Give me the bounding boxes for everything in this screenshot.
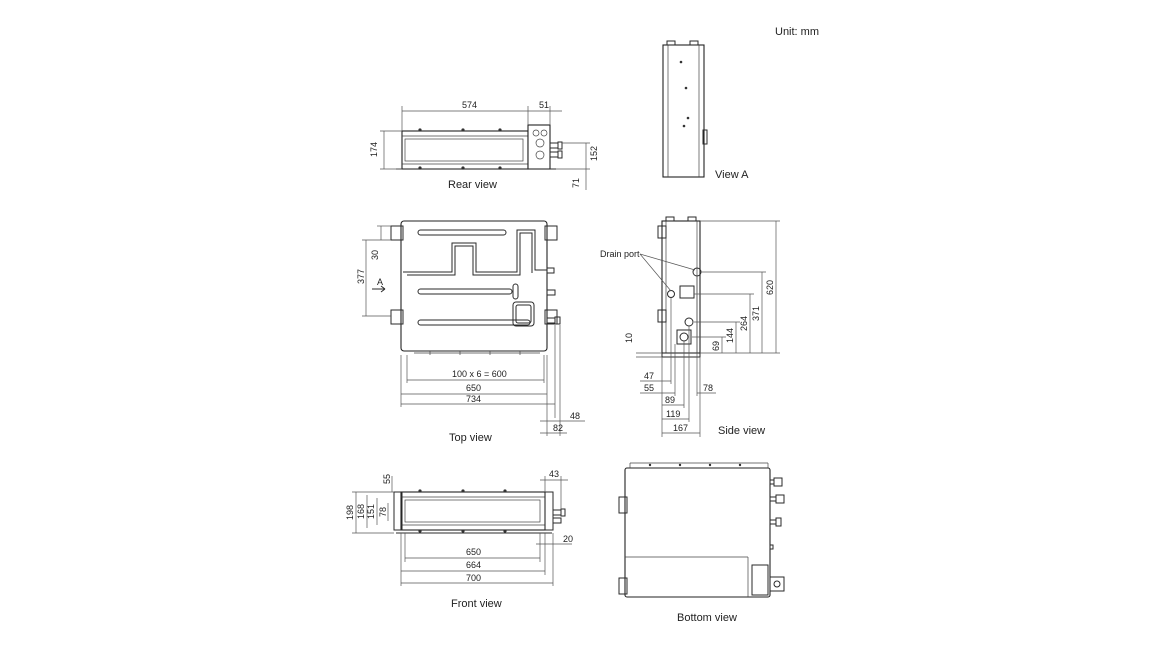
hanger-bracket (544, 225, 558, 241)
unit-label: Unit: mm (775, 26, 819, 38)
front-dim-198: 198 (345, 505, 355, 520)
bottom-view-body (624, 467, 771, 598)
top-dim-377: 377 (356, 269, 366, 284)
top-view: A 30 377 100 x 6 = 600 650 734 48 82 Top… (356, 220, 585, 444)
rear-dim-574: 574 (462, 100, 477, 110)
side-dim-47: 47 (644, 371, 654, 381)
front-dim-78: 78 (378, 507, 388, 517)
view-a-body (662, 44, 705, 178)
top-dim-48: 48 (570, 411, 580, 421)
side-view-caption: Side view (718, 425, 765, 437)
view-a-caption: View A (715, 169, 749, 181)
front-dim-43: 43 (549, 469, 559, 479)
side-dim-69: 69 (711, 341, 721, 351)
side-dim-264: 264 (739, 316, 749, 331)
top-view-caption: Top view (449, 432, 492, 444)
rear-dim-152: 152 (589, 146, 599, 161)
side-dim-89: 89 (665, 395, 675, 405)
rear-view-body (401, 130, 529, 170)
view-a: View A (662, 40, 749, 181)
side-dim-620: 620 (765, 280, 775, 295)
rear-view-caption: Rear view (448, 179, 497, 191)
top-dim-hangers: 100 x 6 = 600 (452, 369, 507, 379)
front-dim-650: 650 (466, 547, 481, 557)
rear-dim-71: 71 (571, 178, 581, 188)
front-dim-664: 664 (466, 560, 481, 570)
rear-dim-174: 174 (369, 142, 379, 157)
arrow-a-label: A (377, 277, 383, 287)
top-view-body (400, 220, 548, 352)
side-dim-55: 55 (644, 383, 654, 393)
front-view-body (400, 491, 546, 531)
front-dim-168: 168 (356, 504, 366, 519)
side-view: Drain port 620 371 264 144 69 10 (600, 216, 780, 437)
side-dim-119: 119 (666, 409, 680, 419)
side-dim-10: 10 (624, 333, 634, 343)
front-dim-55: 55 (382, 474, 392, 484)
top-dim-734: 734 (466, 394, 481, 404)
top-dim-30: 30 (370, 250, 380, 260)
side-dim-371: 371 (751, 306, 761, 321)
front-view-caption: Front view (451, 598, 502, 610)
front-dim-151: 151 (366, 504, 376, 519)
side-dim-144: 144 (725, 328, 735, 343)
front-dim-20: 20 (563, 534, 573, 544)
rear-dim-51: 51 (539, 100, 549, 110)
side-dim-78: 78 (703, 383, 713, 393)
bottom-view-caption: Bottom view (677, 612, 737, 624)
drain-port-label: Drain port (600, 249, 640, 259)
top-dim-650: 650 (466, 383, 481, 393)
hanger-bracket (390, 309, 404, 325)
side-dim-167: 167 (673, 423, 688, 433)
top-dim-82: 82 (553, 423, 563, 433)
front-dim-700: 700 (466, 573, 481, 583)
hanger-bracket (390, 225, 404, 241)
bottom-view: Bottom view (618, 462, 785, 624)
rear-view: 574 51 174 152 71 Rear view (369, 100, 599, 191)
front-view: 198 168 151 78 55 43 650 664 700 20 Fron… (345, 469, 573, 610)
